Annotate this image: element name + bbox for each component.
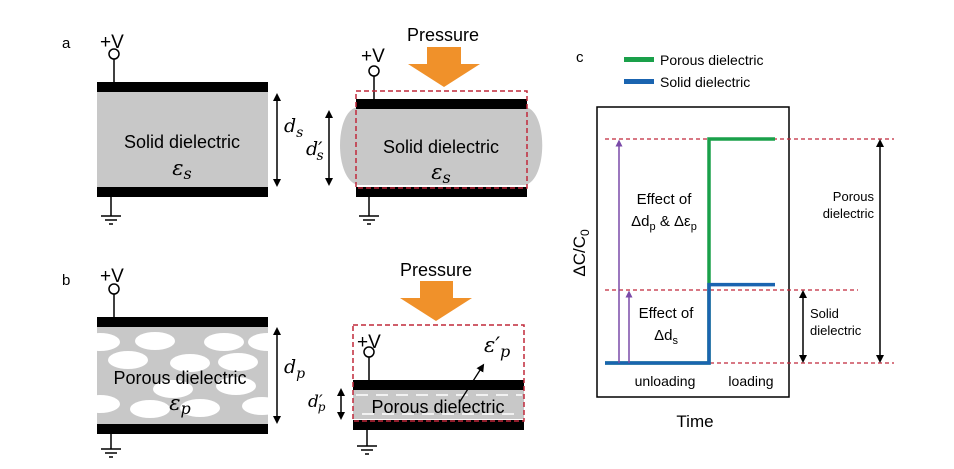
- voltage-terminal-icon: [363, 346, 375, 358]
- thickness-label: ds: [284, 115, 303, 141]
- voltage-label: +V: [100, 32, 124, 53]
- ground-icon: [101, 448, 121, 458]
- range-label-solid: Solid: [810, 306, 839, 321]
- ground-icon: [359, 215, 379, 225]
- solid-dielectric-layer: [97, 92, 268, 187]
- top-electrode: [353, 380, 524, 390]
- effect-label-porous: Effect of: [637, 191, 693, 208]
- voltage-terminal-icon: [108, 48, 120, 60]
- permittivity-label: εp: [169, 391, 191, 418]
- legend-label-solid: Solid dielectric: [660, 74, 750, 90]
- thickness-label: dp: [284, 356, 305, 382]
- thickness-label: d′p: [308, 392, 326, 414]
- y-axis-label: ΔC/C0: [570, 229, 592, 277]
- panel-b-right-capacitor: Pressure +V Porous dielectric ε′p d′p: [308, 260, 525, 455]
- bottom-electrode: [353, 420, 524, 430]
- thickness-label: d′s: [306, 138, 324, 164]
- material-label: Solid dielectric: [383, 137, 499, 157]
- material-label: Porous dielectric: [113, 368, 246, 388]
- original-size-outline: [355, 90, 528, 189]
- series-layer: [605, 137, 775, 365]
- bottom-electrode: [356, 187, 527, 197]
- series-line-solid-dielectric: [605, 282, 775, 365]
- top-electrode: [97, 317, 268, 327]
- pores: [97, 332, 268, 418]
- panel-label-a: a: [62, 35, 71, 52]
- range-label-porous: Porous: [833, 189, 875, 204]
- voltage-terminal-icon: [108, 283, 120, 295]
- original-size-outline: [352, 324, 525, 422]
- effect-label-solid: Effect of: [639, 305, 695, 322]
- bottom-electrode: [97, 187, 268, 197]
- series-line-porous-dielectric: [605, 137, 775, 365]
- phase-label-loading: loading: [728, 373, 773, 389]
- effect-label-solid-term: Δds: [654, 327, 678, 347]
- legend-swatch-solid: [624, 79, 654, 84]
- legend-label-porous: Porous dielectric: [660, 52, 764, 68]
- ground-icon: [357, 445, 377, 455]
- voltage-label: +V: [100, 266, 124, 287]
- material-label: Porous dielectric: [371, 397, 504, 417]
- chart-legend: Porous dielectric Solid dielectric: [624, 52, 764, 90]
- panel-label-c: c: [576, 49, 584, 66]
- permittivity-label: εs: [431, 160, 451, 187]
- pressure-label: Pressure: [407, 25, 479, 45]
- x-axis-label: Time: [676, 412, 713, 431]
- voltage-label: +V: [357, 332, 381, 353]
- voltage-terminal-icon: [368, 65, 380, 77]
- bulged-solid-dielectric: [340, 107, 543, 185]
- pressure-label: Pressure: [400, 260, 472, 280]
- compressed-pores: [356, 394, 522, 415]
- phase-label-unloading: unloading: [635, 373, 696, 389]
- permittivity-label: εs: [172, 156, 192, 183]
- effect-label-porous-terms: Δdp & Δεp: [631, 213, 697, 233]
- range-label-solid-2: dielectric: [810, 323, 862, 338]
- porous-dielectric-layer: [97, 327, 268, 424]
- material-label: Solid dielectric: [124, 132, 240, 152]
- pressure-arrow-icon: [400, 281, 472, 321]
- panel-a-right-capacitor: Pressure +V Solid dielectric εs d′s: [306, 25, 543, 225]
- ground-icon: [101, 215, 121, 225]
- pressure-arrow-icon: [408, 47, 480, 87]
- top-electrode: [356, 99, 527, 109]
- compressed-porous-dielectric: [353, 390, 524, 419]
- permittivity-pointer-arrow: [458, 363, 485, 404]
- reference-lines: [605, 138, 894, 364]
- top-electrode: [97, 82, 268, 92]
- range-label-porous-2: dielectric: [823, 206, 875, 221]
- panel-label-b: b: [62, 272, 70, 289]
- permittivity-label: ε′p: [484, 333, 510, 361]
- bottom-electrode: [97, 424, 268, 434]
- panel-a-left-capacitor: +V Solid dielectric εs ds: [97, 32, 303, 225]
- plot-frame: [596, 106, 790, 398]
- legend-swatch-porous: [624, 57, 654, 62]
- panel-b-left-capacitor: +V: [97, 266, 305, 458]
- voltage-label: +V: [361, 46, 385, 67]
